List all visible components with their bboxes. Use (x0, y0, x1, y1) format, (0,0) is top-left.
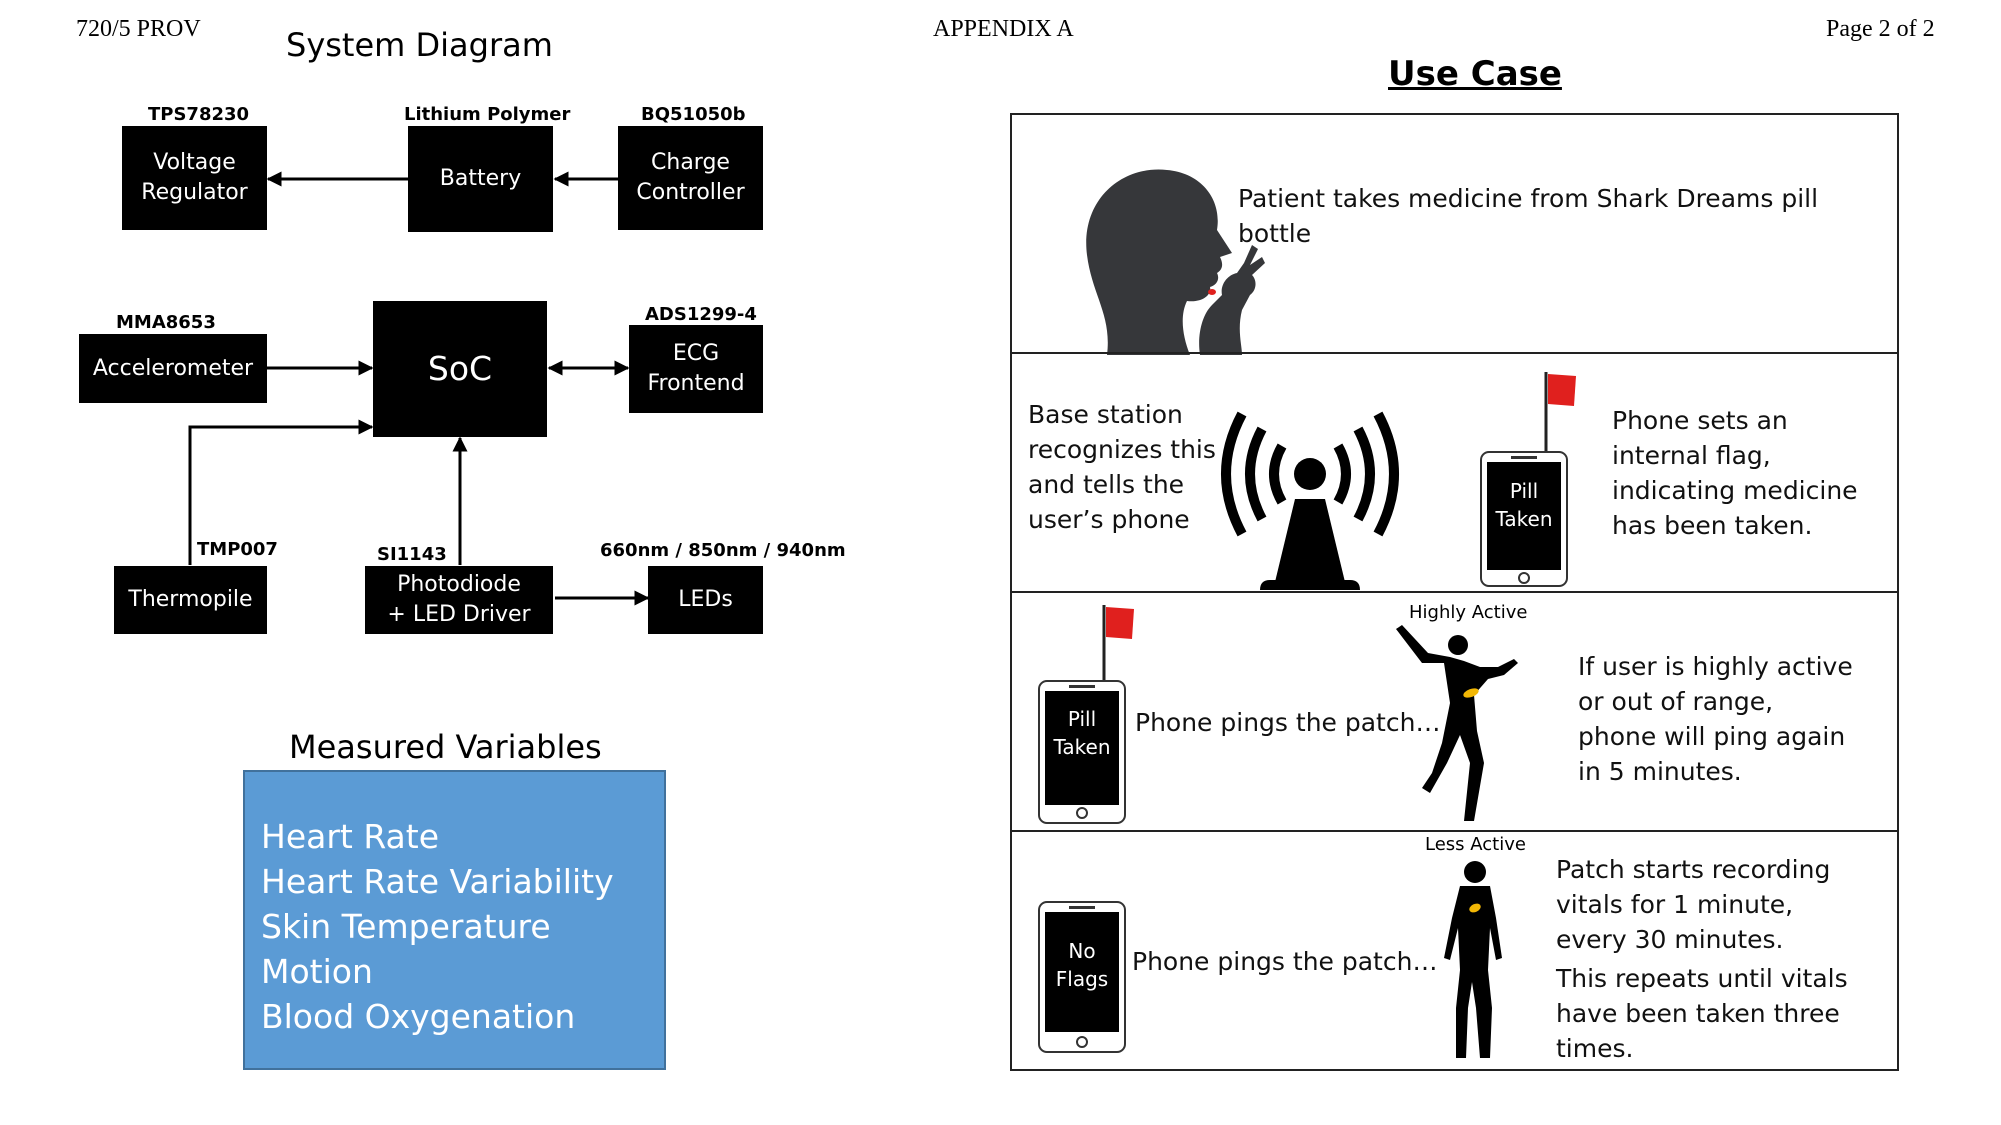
row4-right-line: This repeats until vitals (1556, 964, 1848, 993)
use-case-row-2: Base station recognizes this and tells t… (1010, 352, 1899, 593)
row2-left-text: Base station recognizes this and tells t… (1028, 397, 1216, 537)
use-case-row-4: No Flags Phone pings the patch… Less Act… (1010, 830, 1899, 1071)
row4-right-line: times. (1556, 1034, 1634, 1063)
phone-line1: No (1068, 939, 1096, 963)
ecg-frontend-block: ECG Frontend (629, 325, 763, 413)
leds-block: LEDs (648, 566, 763, 634)
phone-line2: Flags (1055, 967, 1109, 991)
use-case-title: Use Case (1388, 54, 1562, 94)
row2-right-line: has been taken. (1612, 511, 1813, 540)
photodiode-line2: + LED Driver (387, 602, 531, 627)
row2-right-line: internal flag, (1612, 441, 1771, 470)
row4-right-text: Patch starts recording vitals for 1 minu… (1556, 852, 1848, 1066)
battery-label: Battery (439, 166, 522, 191)
phone-line1: Pill (1509, 479, 1539, 503)
measured-variable-item: Heart Rate Variability (261, 862, 614, 901)
charge-controller-line1: Charge (651, 150, 730, 175)
soc-block: SoC (373, 301, 547, 437)
soc-label: SoC (427, 349, 493, 388)
phone-with-flag-icon (1038, 605, 1134, 824)
row3-right-text: If user is highly active or out of range… (1578, 649, 1853, 789)
row4-phone-screen-text: No Flags (1045, 937, 1119, 993)
charge-controller-block: Charge Controller (618, 126, 763, 230)
row2-left-line: and tells the (1028, 470, 1185, 499)
part-label-accelerometer: MMA8653 (116, 312, 216, 333)
voltage-regulator-block: Voltage Regulator (122, 126, 267, 230)
photodiode-line1: Photodiode (397, 572, 521, 597)
row3-right-line: or out of range, (1578, 687, 1774, 716)
part-label-photodiode: SI1143 (377, 544, 447, 565)
use-case-row-1: Patient takes medicine from Shark Dreams… (1010, 113, 1899, 355)
row3-figure-label: Highly Active (1409, 602, 1528, 623)
measured-variable-item: Motion (261, 952, 373, 991)
measured-variable-item: Heart Rate (261, 817, 440, 856)
header-document-id: 720/5 PROV (76, 16, 201, 42)
part-label-ecg: ADS1299-4 (645, 304, 757, 325)
use-case-row-3: Pill Taken Phone pings the patch… Highly… (1010, 591, 1899, 832)
row3-right-line: If user is highly active (1578, 652, 1853, 681)
part-label-battery: Lithium Polymer (404, 104, 571, 125)
measured-variables-title: Measured Variables (289, 728, 602, 766)
row2-phone-screen-text: Pill Taken (1487, 477, 1561, 533)
arrow-thermopile-to-soc (188, 419, 374, 565)
part-label-leds: 660nm / 850nm / 940nm (600, 540, 846, 561)
row3-right-line: in 5 minutes. (1578, 757, 1742, 786)
photodiode-led-driver-block: Photodiode + LED Driver (365, 566, 553, 634)
row2-right-text: Phone sets an internal flag, indicating … (1612, 403, 1858, 543)
row2-right-line: indicating medicine (1612, 476, 1858, 505)
row2-left-line: recognizes this (1028, 435, 1216, 464)
row3-ping-text: Phone pings the patch… (1135, 708, 1441, 737)
phone-line2: Taken (1495, 507, 1553, 531)
thermopile-block: Thermopile (114, 566, 267, 634)
row4-figure-label: Less Active (1425, 834, 1526, 855)
phone-icon (1038, 901, 1126, 1053)
part-label-regulator: TPS78230 (148, 104, 250, 125)
base-station-antenna-icon (1221, 411, 1399, 590)
row4-right-line: every 30 minutes. (1556, 925, 1784, 954)
patient-silhouette-icon (1086, 169, 1265, 355)
row2-left-line: Base station (1028, 400, 1183, 429)
header-appendix: APPENDIX A (933, 16, 1074, 42)
accelerometer-label: Accelerometer (92, 355, 254, 381)
ecg-line1: ECG (672, 341, 720, 366)
less-active-person-icon (1444, 861, 1502, 1058)
system-diagram-connectors (188, 171, 650, 606)
measured-variable-item: Skin Temperature (261, 907, 551, 946)
measured-variable-item: Blood Oxygenation (261, 997, 576, 1036)
header-page-number: Page 2 of 2 (1826, 16, 1935, 42)
row2-right-line: Phone sets an (1612, 406, 1788, 435)
highly-active-person-icon (1396, 625, 1518, 821)
row4-right-line: Patch starts recording (1556, 855, 1831, 884)
battery-block: Battery (408, 126, 553, 232)
ecg-line2: Frontend (647, 371, 745, 396)
part-label-thermopile: TMP007 (197, 539, 278, 560)
charge-controller-line2: Controller (636, 180, 745, 205)
row2-left-line: user’s phone (1028, 505, 1190, 534)
row4-right-line: have been taken three (1556, 999, 1840, 1028)
system-diagram-title: System Diagram (286, 26, 553, 64)
part-label-charger: BQ51050b (641, 104, 746, 125)
leds-label: LEDs (678, 587, 733, 612)
row4-ping-text: Phone pings the patch… (1132, 947, 1438, 976)
row3-phone-screen-text: Pill Taken (1045, 705, 1119, 761)
accelerometer-block: Accelerometer (79, 334, 267, 403)
row3-right-line: phone will ping again (1578, 722, 1846, 751)
thermopile-label: Thermopile (128, 587, 253, 612)
voltage-regulator-line1: Voltage (153, 150, 236, 175)
phone-line2: Taken (1053, 735, 1111, 759)
row1-text: Patient takes medicine from Shark Dreams… (1238, 184, 1819, 248)
voltage-regulator-line2: Regulator (141, 180, 248, 205)
measured-variables-box: Heart Rate Heart Rate Variability Skin T… (243, 770, 666, 1070)
row4-right-line: vitals for 1 minute, (1556, 890, 1794, 919)
phone-with-flag-icon (1480, 372, 1576, 587)
phone-line1: Pill (1067, 707, 1097, 731)
